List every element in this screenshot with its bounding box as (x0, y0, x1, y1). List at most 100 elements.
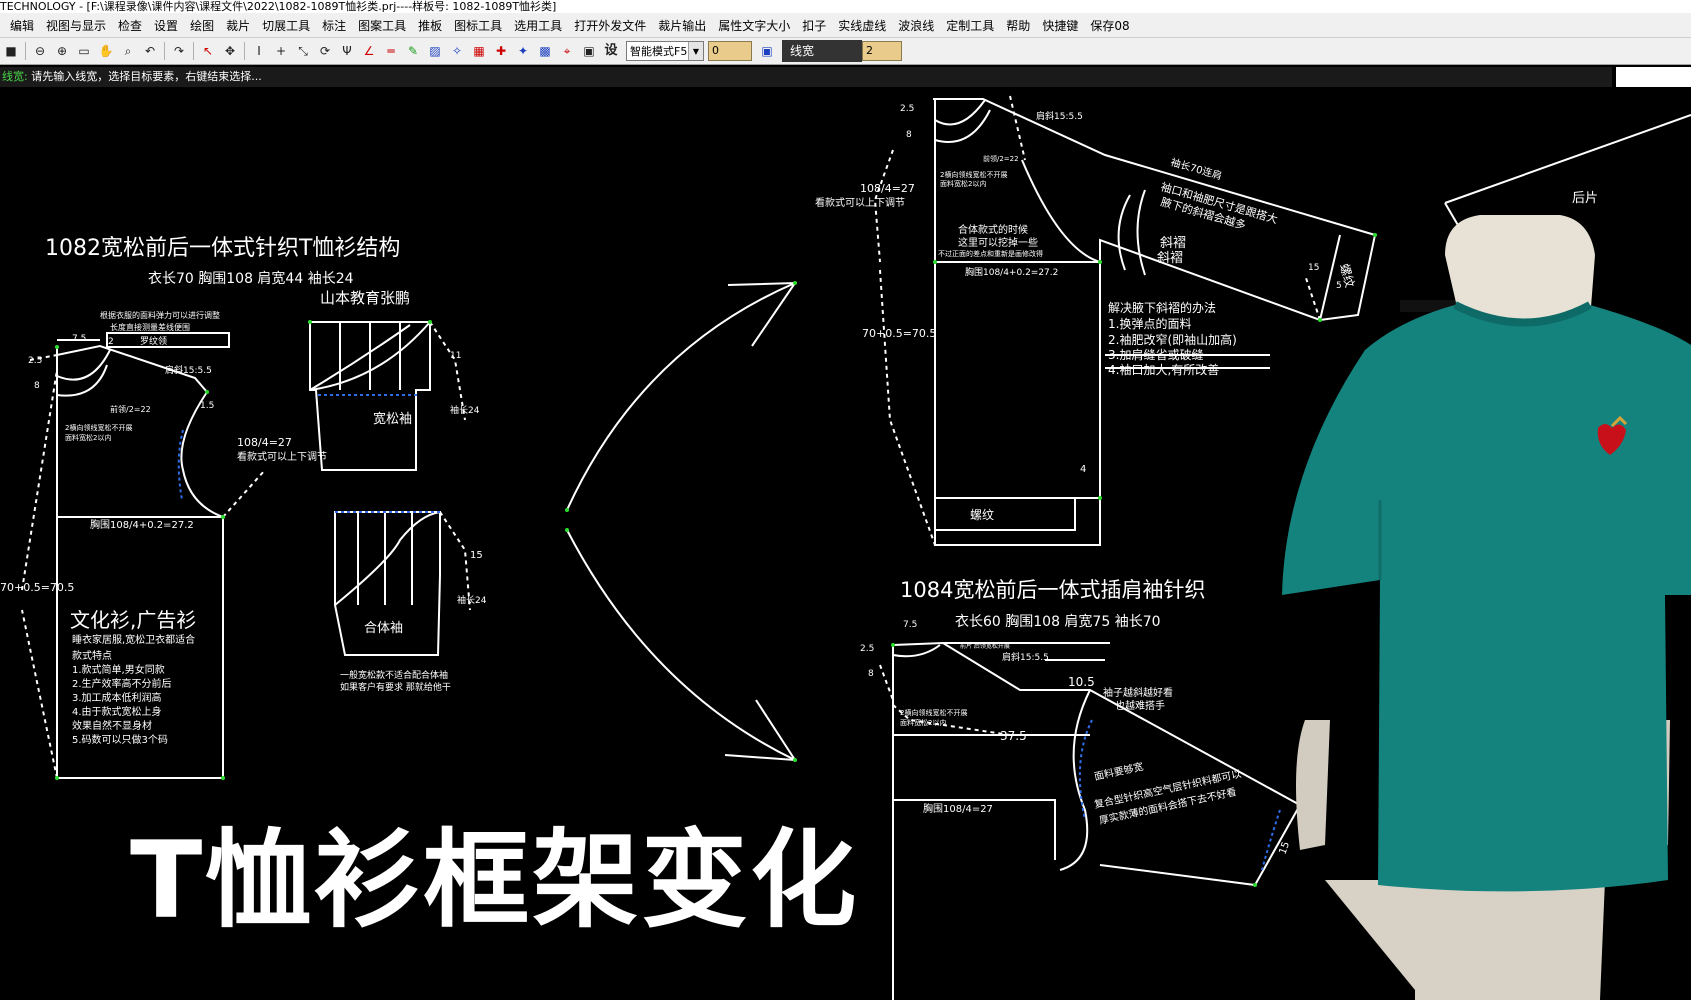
loose-sleeve-11: 11 (450, 351, 461, 361)
menu-draw[interactable]: 绘图 (190, 18, 215, 33)
menu-pattern-tools[interactable]: 图案工具 (358, 18, 407, 33)
menu-save08[interactable]: 保存08 (1090, 18, 1130, 33)
left-label-15: 1.5 (200, 401, 214, 411)
mode-select-value: 智能模式F5 (630, 45, 688, 58)
drawing-canvas[interactable]: 1082宽松前后一体式针织T恤衫结构 衣长70 胸围108 肩宽44 袖长24 … (0, 89, 1691, 1000)
rt-chest-half-note: 看款式可以上下调节 (815, 196, 905, 209)
toolbar-divider (244, 42, 245, 60)
mark-icon[interactable]: ▩ (539, 44, 551, 58)
clip-icon[interactable]: ⌖ (563, 44, 571, 58)
rt-fold-label1: 斜褶 (1160, 236, 1186, 251)
undo-icon[interactable]: ↶ (144, 44, 156, 58)
menu-cut-spread[interactable]: 切展工具 (262, 18, 311, 33)
left-shoulder-label: 肩斜15:5.5 (165, 364, 212, 376)
rt-rib-label: 螺纹 (970, 508, 994, 522)
pan-hand-icon[interactable]: ✋ (98, 44, 114, 58)
menu-buttons[interactable]: 扣子 (802, 18, 827, 33)
menu-grading[interactable]: 推板 (418, 18, 443, 33)
text-tool-icon[interactable]: I (257, 44, 261, 58)
menu-open-external[interactable]: 打开外发文件 (574, 18, 647, 33)
menu-edit[interactable]: 编辑 (10, 18, 35, 33)
select-delete-icon[interactable]: ↖ (202, 44, 214, 58)
rt-chest-half: 108/4=27 (860, 182, 915, 195)
rb-spec: 衣长60 胸围108 肩宽75 袖长70 (955, 613, 1161, 630)
left-label-8: 8 (34, 381, 40, 391)
rt-fit-note1: 合体款式的时候 (958, 223, 1028, 236)
chevron-down-icon[interactable]: ▼ (688, 42, 703, 60)
menu-custom-tools[interactable]: 定制工具 (946, 18, 995, 33)
rt-fit-note2: 这里可以挖掉一些 (958, 236, 1038, 249)
culture-note-1: 款式特点 (72, 649, 112, 662)
stamp-icon[interactable]: ✦ (517, 44, 529, 58)
menu-help[interactable]: 帮助 (1006, 18, 1031, 33)
menu-piece-output[interactable]: 裁片输出 (658, 18, 707, 33)
toolbar-divider (164, 42, 165, 60)
plus-icon[interactable]: + (275, 44, 287, 58)
status-text: 请先输入线宽，选择目标要素，右键结束选择... (31, 70, 262, 83)
grade-icon[interactable]: ✧ (451, 44, 463, 58)
menu-pieces[interactable]: 裁片 (226, 18, 251, 33)
mode-select[interactable]: 智能模式F5 ▼ (626, 41, 704, 61)
fit-screen-icon[interactable]: ▭ (78, 44, 90, 58)
status-input-box[interactable] (1616, 67, 1691, 87)
rt-cuff-5: 5 (1336, 281, 1342, 291)
window-title-bar: TECHNOLOGY - [F:\课程录像\课件内容\课程文件\2022\108… (0, 0, 1691, 13)
menu-settings[interactable]: 设置 (154, 18, 179, 33)
left-label-2: 2 (108, 337, 114, 347)
rt-back-label: 后片 (1572, 191, 1598, 206)
author-label: 山本教育张鹏 (320, 289, 410, 307)
rb-title: 1084宽松前后一体式插肩袖针织 (900, 578, 1205, 602)
left-neck-curve (56, 349, 111, 381)
arrow-up-head (727, 281, 797, 347)
value-input[interactable]: 0 (708, 41, 752, 61)
left-chest-label: 胸围108/4+0.2=27.2 (90, 518, 194, 531)
zoom-in-icon[interactable]: ⊕ (56, 44, 68, 58)
toolbar: ■ ⊖ ⊕ ▭ ✋ ⌕ ↶ ↷ ↖ ✥ I + ⤡ ⟳ Ψ ∠ ═ ✎ ▨ ✧ … (0, 38, 1691, 65)
cross-icon[interactable]: ✚ (495, 44, 507, 58)
rt-fold-note: 2横向领线宽松不开展 (940, 170, 1007, 179)
rb-label-25: 2.5 (860, 644, 874, 654)
move-icon[interactable]: ✥ (224, 44, 236, 58)
rt-solution-2: 3.加肩缝省或破缝 (1108, 347, 1203, 362)
double-line-icon[interactable]: ═ (387, 44, 395, 58)
fork-icon[interactable]: Ψ (342, 44, 352, 58)
color-icon[interactable]: ▦ (473, 44, 485, 58)
scale-icon[interactable]: ⤡ (298, 44, 308, 58)
fit-sleeve-note2: 如果客户有要求 那就给他干 (340, 681, 451, 693)
left-chest-half-note: 看款式可以上下调节 (237, 450, 327, 463)
left-title: 1082宽松前后一体式针织T恤衫结构 (45, 236, 400, 261)
culture-note-2: 1.款式简单,男女同款 (72, 663, 165, 676)
menu-select-tools[interactable]: 选用工具 (514, 18, 563, 33)
zoom-window-icon[interactable]: ⌕ (124, 44, 132, 58)
rt-fold-label2: 斜褶 (1157, 251, 1183, 266)
menu-icon-tools[interactable]: 图标工具 (454, 18, 503, 33)
menu-view[interactable]: 视图与显示 (46, 18, 107, 33)
menu-check[interactable]: 检查 (118, 18, 143, 33)
angle-icon[interactable]: ∠ (363, 44, 375, 58)
left-neck-curve-2 (56, 364, 108, 397)
rt-neck-label: 前领/2=22 (983, 154, 1019, 163)
ruler-icon[interactable]: ▣ (583, 44, 595, 58)
rt-label-4: 4 (1080, 464, 1086, 475)
rb-label-15: 15 (1277, 840, 1292, 856)
menu-solid-dashed[interactable]: 实线虚线 (838, 18, 887, 33)
pen-icon[interactable]: ✎ (407, 44, 419, 58)
culture-note-6: 效果自然不显身材 (72, 719, 152, 732)
menu-attr-text-size[interactable]: 属性文字大小 (718, 18, 791, 33)
left-note-top1: 根据衣服的面料弹力可以进行调整 (100, 310, 220, 320)
set-button[interactable]: 设 (604, 43, 618, 58)
rb-label-105: 10.5 (1068, 675, 1095, 689)
left-fold-note2: 面料宽松2以内 (65, 433, 111, 442)
redo-icon[interactable]: ↷ (173, 44, 185, 58)
menu-annotate[interactable]: 标注 (322, 18, 347, 33)
confirm-icon[interactable]: ▣ (761, 44, 773, 58)
line-width-input[interactable]: 2 (862, 41, 902, 61)
save-icon[interactable]: ■ (5, 44, 17, 58)
pattern-drawing: 1082宽松前后一体式针织T恤衫结构 衣长70 胸围108 肩宽44 袖长24 … (0, 95, 1691, 1000)
hatch-icon[interactable]: ▨ (429, 44, 441, 58)
menu-wave-line[interactable]: 波浪线 (898, 18, 935, 33)
zoom-out-icon[interactable]: ⊖ (34, 44, 46, 58)
menu-shortcuts[interactable]: 快捷键 (1042, 18, 1079, 33)
rotate-icon[interactable]: ⟳ (319, 44, 331, 58)
toolbar-divider (25, 42, 26, 60)
